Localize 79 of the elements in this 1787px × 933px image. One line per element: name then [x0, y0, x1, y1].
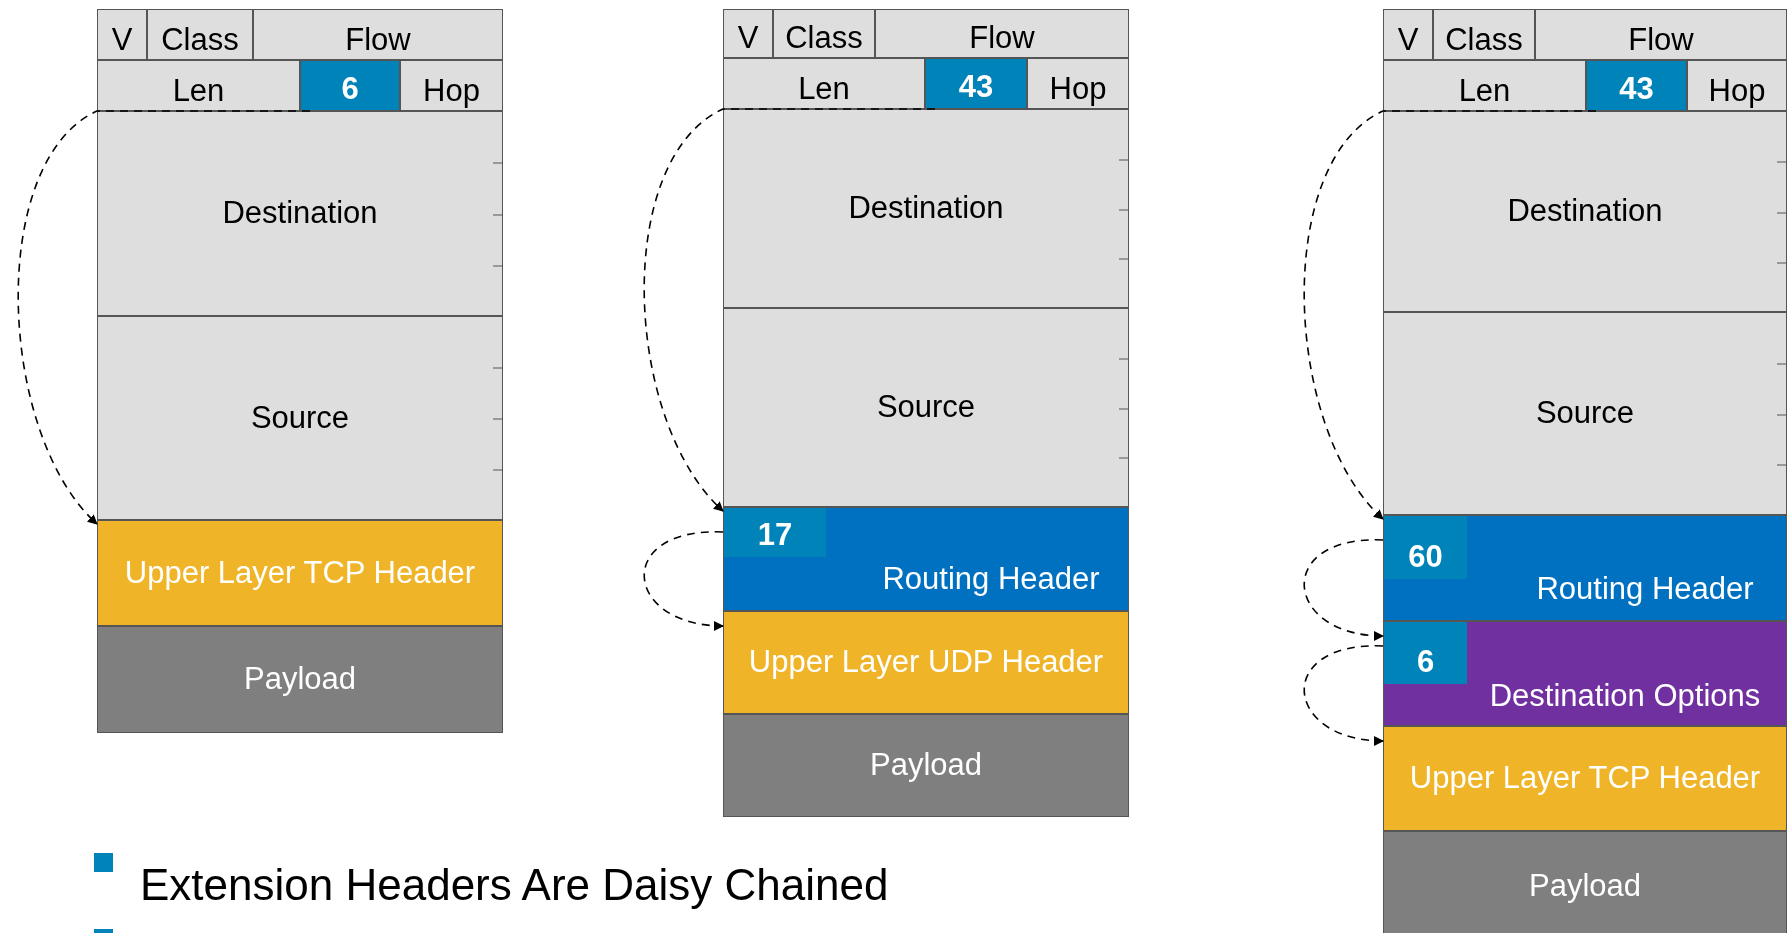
- address-field: [723, 109, 1129, 308]
- next-header-field: [1384, 516, 1467, 579]
- address-field: [723, 308, 1129, 507]
- payload-block: [723, 714, 1129, 817]
- field-label: Routing Header: [1536, 571, 1754, 606]
- field-label: 60: [1408, 539, 1443, 574]
- next-header-field: [724, 508, 826, 557]
- field-label: 17: [757, 517, 793, 552]
- field-label: Class: [785, 20, 863, 55]
- field-label: Hop: [423, 73, 480, 108]
- header-field: [875, 9, 1129, 58]
- arrow: [17, 110, 311, 525]
- field-label: 6: [341, 71, 359, 106]
- upper-layer-header: [723, 611, 1129, 714]
- field-label: Destination: [1507, 194, 1663, 229]
- field-label: Routing Header: [882, 561, 1100, 596]
- field-label: Upper Layer TCP Header: [1409, 761, 1761, 796]
- field-label: Len: [1458, 73, 1511, 108]
- next-header-field: [1384, 622, 1467, 684]
- bullet-text: Extension Headers Are Daisy Chained: [140, 860, 889, 910]
- field-label: Len: [798, 71, 850, 106]
- header-field: [400, 60, 503, 111]
- field-label: 43: [1619, 71, 1654, 106]
- field-label: Class: [1445, 22, 1523, 57]
- field-label: Payload: [870, 748, 982, 783]
- upper-layer-header: [1383, 726, 1787, 831]
- field-label: 43: [958, 69, 994, 104]
- routing-header: [723, 507, 1129, 611]
- header-field: [773, 9, 875, 58]
- field-label: Hop: [1708, 73, 1766, 108]
- header-field: [1687, 60, 1787, 111]
- field-label: Flow: [969, 20, 1035, 55]
- arrow: [1303, 539, 1384, 641]
- field-label: Len: [172, 73, 225, 108]
- header-field: [97, 9, 147, 60]
- header-field: [723, 58, 925, 109]
- header-field: [97, 60, 300, 111]
- field-label: Destination Options: [1489, 678, 1761, 713]
- field-label: 6: [1416, 644, 1435, 679]
- field-label: Source: [876, 390, 976, 425]
- field-label: V: [1397, 22, 1419, 57]
- field-label: Payload: [244, 662, 356, 697]
- field-label: Destination: [222, 196, 378, 231]
- next-header-field: [300, 60, 400, 111]
- field-label: Destination: [848, 191, 1004, 226]
- address-field: [1383, 312, 1787, 515]
- header-field: [723, 9, 773, 58]
- payload-block: [97, 626, 503, 733]
- field-label: Class: [161, 22, 239, 57]
- arrow: [643, 531, 724, 631]
- field-label: Source: [1535, 396, 1635, 431]
- arrow: [643, 108, 936, 512]
- field-label: V: [111, 22, 133, 57]
- next-header-field: [925, 58, 1027, 109]
- header-field: [147, 9, 253, 60]
- address-field: [97, 316, 503, 520]
- address-field: [1383, 111, 1787, 312]
- field-label: Hop: [1049, 71, 1107, 106]
- field-label: Flow: [1628, 22, 1694, 57]
- destination-options-header: [1383, 621, 1787, 726]
- header-field: [1383, 9, 1433, 60]
- field-label: Upper Layer TCP Header: [124, 555, 476, 591]
- payload-block: [1383, 831, 1787, 933]
- field-label: V: [737, 20, 759, 55]
- header-field: [1027, 58, 1129, 109]
- header-field: [1535, 9, 1787, 60]
- routing-header: [1383, 515, 1787, 621]
- field-label: Upper Layer UDP Header: [748, 645, 1104, 680]
- header-field: [1383, 60, 1586, 111]
- field-label: Source: [250, 400, 350, 436]
- arrow: [1303, 110, 1597, 520]
- arrow: [1303, 645, 1384, 746]
- next-header-field: [1586, 60, 1687, 111]
- address-field: [97, 111, 503, 316]
- field-label: Payload: [1529, 868, 1641, 904]
- header-field: [253, 9, 503, 60]
- upper-layer-header: [97, 520, 503, 626]
- field-label: Flow: [345, 22, 411, 57]
- header-field: [1433, 9, 1535, 60]
